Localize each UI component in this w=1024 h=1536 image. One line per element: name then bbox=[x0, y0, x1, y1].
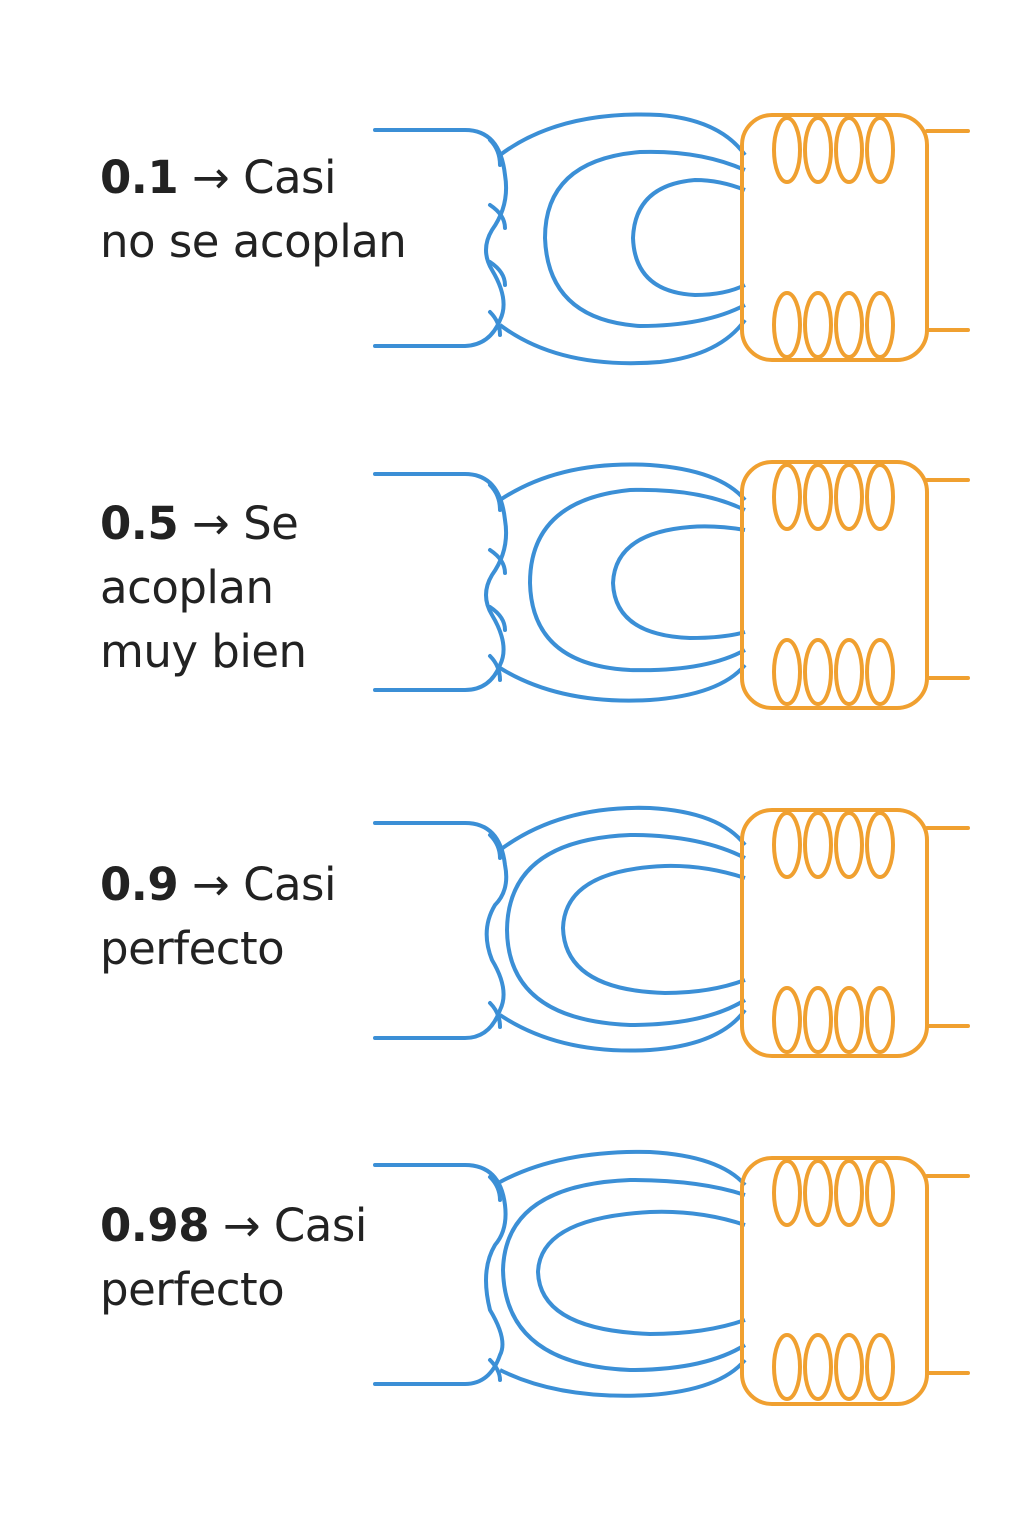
panel-2-label-line3: muy bien bbox=[100, 625, 307, 678]
panel-4-label-line2: perfecto bbox=[100, 1263, 285, 1316]
coupling-value: 0.9 bbox=[100, 858, 179, 911]
secondary-coil-2 bbox=[740, 460, 970, 710]
caption-text: Se bbox=[243, 497, 299, 550]
secondary-coil-3 bbox=[740, 808, 970, 1058]
panel-3-label-line1: 0.9 → Casi bbox=[100, 853, 337, 917]
panel-2-drawing bbox=[373, 460, 970, 710]
panel-3-label-line2: perfecto bbox=[100, 922, 285, 975]
primary-coil-2 bbox=[373, 472, 509, 692]
flux-lines-2 bbox=[498, 462, 747, 703]
arrow-icon: → bbox=[192, 858, 230, 911]
coupling-value: 0.5 bbox=[100, 497, 179, 550]
primary-coil-3 bbox=[373, 821, 509, 1040]
flux-lines-3 bbox=[498, 805, 747, 1053]
panel-3-label: 0.9 → Casi perfecto bbox=[100, 853, 337, 981]
panel-4-drawing bbox=[373, 1149, 970, 1406]
panel-2-label: 0.5 → Se acoplan muy bien bbox=[100, 492, 307, 684]
arrow-icon: → bbox=[192, 497, 230, 550]
panel-3-drawing bbox=[373, 805, 970, 1058]
panel-1-label: 0.1 → Casi no se acoplan bbox=[100, 146, 407, 274]
flux-lines-4 bbox=[499, 1149, 747, 1398]
caption-text: Casi bbox=[243, 858, 337, 911]
primary-coil-4 bbox=[373, 1163, 508, 1386]
coupling-value: 0.98 bbox=[100, 1199, 210, 1252]
caption-text: Casi bbox=[273, 1199, 367, 1252]
arrow-icon: → bbox=[192, 151, 230, 204]
secondary-coil-1 bbox=[740, 113, 970, 362]
panel-4-label: 0.98 → Casi perfecto bbox=[100, 1194, 367, 1322]
flux-lines-1 bbox=[498, 112, 747, 366]
panel-1-label-line2: no se acoplan bbox=[100, 215, 407, 268]
panel-2-label-line1: 0.5 → Se bbox=[100, 492, 307, 556]
panel-1-label-line1: 0.1 → Casi bbox=[100, 146, 406, 210]
panel-4-label-line1: 0.98 → Casi bbox=[100, 1194, 367, 1258]
panel-1-drawing bbox=[373, 112, 970, 366]
panel-2-label-line2: acoplan bbox=[100, 561, 274, 614]
arrow-icon: → bbox=[222, 1199, 261, 1252]
secondary-coil-4 bbox=[740, 1156, 970, 1406]
coupling-value: 0.1 bbox=[100, 151, 179, 204]
caption-text: Casi bbox=[243, 151, 337, 204]
